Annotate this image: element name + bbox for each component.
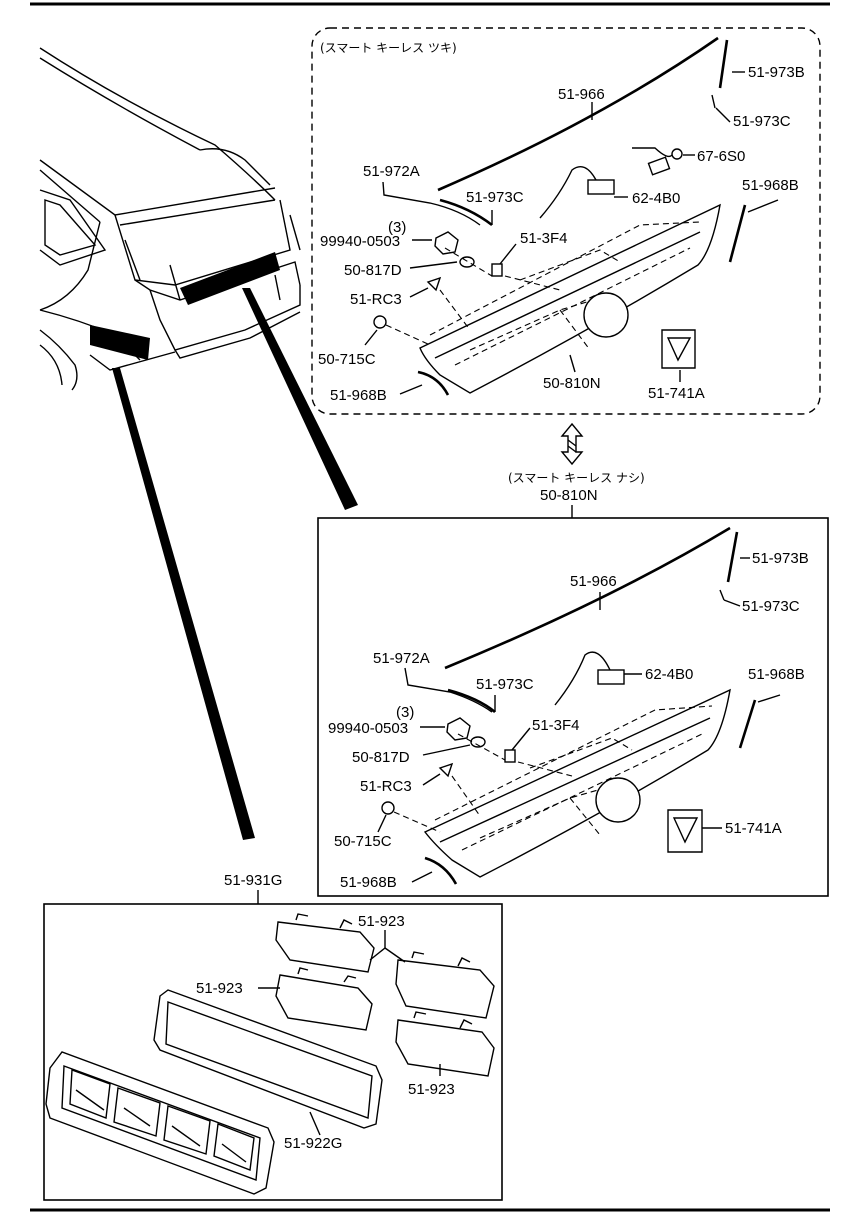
clip-50-715C-mid bbox=[381, 801, 395, 815]
bottom-exploded-view bbox=[45, 913, 495, 1195]
label-51-968B-left-mid: 51-968B bbox=[340, 874, 397, 891]
label-50-715C: 50-715C bbox=[318, 351, 376, 368]
label-51-923-left: 51-923 bbox=[196, 980, 243, 997]
license-plate-recess bbox=[180, 252, 280, 305]
emblem-51-741A-top bbox=[661, 329, 696, 369]
nut-99940-0503 bbox=[434, 231, 459, 255]
smart-keyless-with-box bbox=[311, 27, 821, 415]
leader-to-lamp bbox=[112, 368, 255, 840]
smart-keyless-with-label: (スマート キーレス ツキ) bbox=[320, 41, 457, 55]
label-51-968B-left: 51-968B bbox=[330, 387, 387, 404]
label-51-RC3: 51-RC3 bbox=[350, 291, 402, 308]
label-51-3F4-mid: 51-3F4 bbox=[532, 717, 580, 734]
label-50-715C-mid: 50-715C bbox=[334, 833, 392, 850]
label-99940-0503: 99940-0503 bbox=[320, 233, 400, 250]
label-51-923-bottom: 51-923 bbox=[408, 1081, 455, 1098]
equivalence-arrow bbox=[560, 422, 584, 466]
label-51-741A-mid: 51-741A bbox=[725, 820, 782, 837]
label-51-972A: 51-972A bbox=[363, 163, 420, 180]
lens-51-923-left bbox=[275, 974, 373, 1031]
label-62-4B0: 62-4B0 bbox=[632, 190, 680, 207]
washer-50-817D-mid bbox=[470, 736, 486, 748]
label-51-973B: 51-973B bbox=[748, 64, 805, 81]
lens-51-923-top bbox=[275, 921, 375, 973]
leader-to-garnish bbox=[242, 288, 358, 510]
clip-51-3F4-mid bbox=[504, 749, 516, 763]
label-51-3F4: 51-3F4 bbox=[520, 230, 568, 247]
emblem-hole-top bbox=[583, 292, 629, 338]
label-51-973C-upper: 51-973C bbox=[733, 113, 791, 130]
lamp-housing bbox=[45, 1051, 275, 1195]
label-51-972A-mid: 51-972A bbox=[373, 650, 430, 667]
clip-51-3F4 bbox=[491, 263, 503, 277]
label-50-817D-mid: 50-817D bbox=[352, 749, 410, 766]
top-exploded-view bbox=[364, 36, 779, 396]
smart-keyless-without-box bbox=[317, 517, 829, 897]
label-51-923-top: 51-923 bbox=[358, 913, 405, 930]
garnish-assembly-ref: 50-810N bbox=[540, 487, 598, 504]
middle-exploded-view bbox=[377, 526, 781, 885]
license-lamp-box bbox=[43, 903, 503, 1201]
label-50-810N: 50-810N bbox=[543, 375, 601, 392]
switch-62-4B0-mid bbox=[597, 669, 625, 685]
lens-51-923-right bbox=[395, 959, 495, 1019]
rear-reflector bbox=[90, 325, 150, 360]
top-part-labels: 51-973B 51-973C 51-966 67-6S0 51-972A 51… bbox=[318, 64, 805, 404]
label-51-973C-mid: 51-973C bbox=[476, 676, 534, 693]
label-51-741A: 51-741A bbox=[648, 385, 705, 402]
label-51-966-mid: 51-966 bbox=[570, 573, 617, 590]
middle-part-labels: 51-973B 51-966 51-973C 51-972A 62-4B0 51… bbox=[328, 550, 809, 891]
gasket-51-922G bbox=[153, 989, 383, 1129]
label-qty: (3) bbox=[388, 219, 406, 236]
nut-99940-0503-mid bbox=[446, 717, 471, 741]
label-qty-mid: (3) bbox=[396, 704, 414, 721]
clip-50-715C bbox=[373, 315, 387, 329]
switch-62-4B0 bbox=[587, 179, 615, 195]
label-50-817D: 50-817D bbox=[344, 262, 402, 279]
label-62-4B0-mid: 62-4B0 bbox=[645, 666, 693, 683]
label-51-973C: 51-973C bbox=[466, 189, 524, 206]
lens-51-923-bottom bbox=[395, 1019, 495, 1077]
label-51-RC3-mid: 51-RC3 bbox=[360, 778, 412, 795]
label-99940-0503-mid: 99940-0503 bbox=[328, 720, 408, 737]
emblem-hole-mid bbox=[595, 777, 641, 823]
label-51-973B-mid: 51-973B bbox=[752, 550, 809, 567]
label-67-6S0: 67-6S0 bbox=[697, 148, 745, 165]
bottom-part-labels: 51-923 51-923 51-923 51-922G bbox=[196, 913, 455, 1152]
label-51-968B-right: 51-968B bbox=[742, 177, 799, 194]
smart-keyless-without-label: (スマート キーレス ナシ) bbox=[508, 471, 645, 485]
label-51-922G: 51-922G bbox=[284, 1135, 342, 1152]
antenna-67-6S0 bbox=[647, 156, 671, 176]
emblem-51-741A-mid bbox=[667, 809, 703, 853]
license-lamp-assembly-ref: 51-931G bbox=[224, 872, 282, 889]
label-51-966: 51-966 bbox=[558, 86, 605, 103]
label-51-968B-right-mid: 51-968B bbox=[748, 666, 805, 683]
label-51-973C-upper-mid: 51-973C bbox=[742, 598, 800, 615]
vehicle-rear-illustration bbox=[39, 47, 358, 840]
